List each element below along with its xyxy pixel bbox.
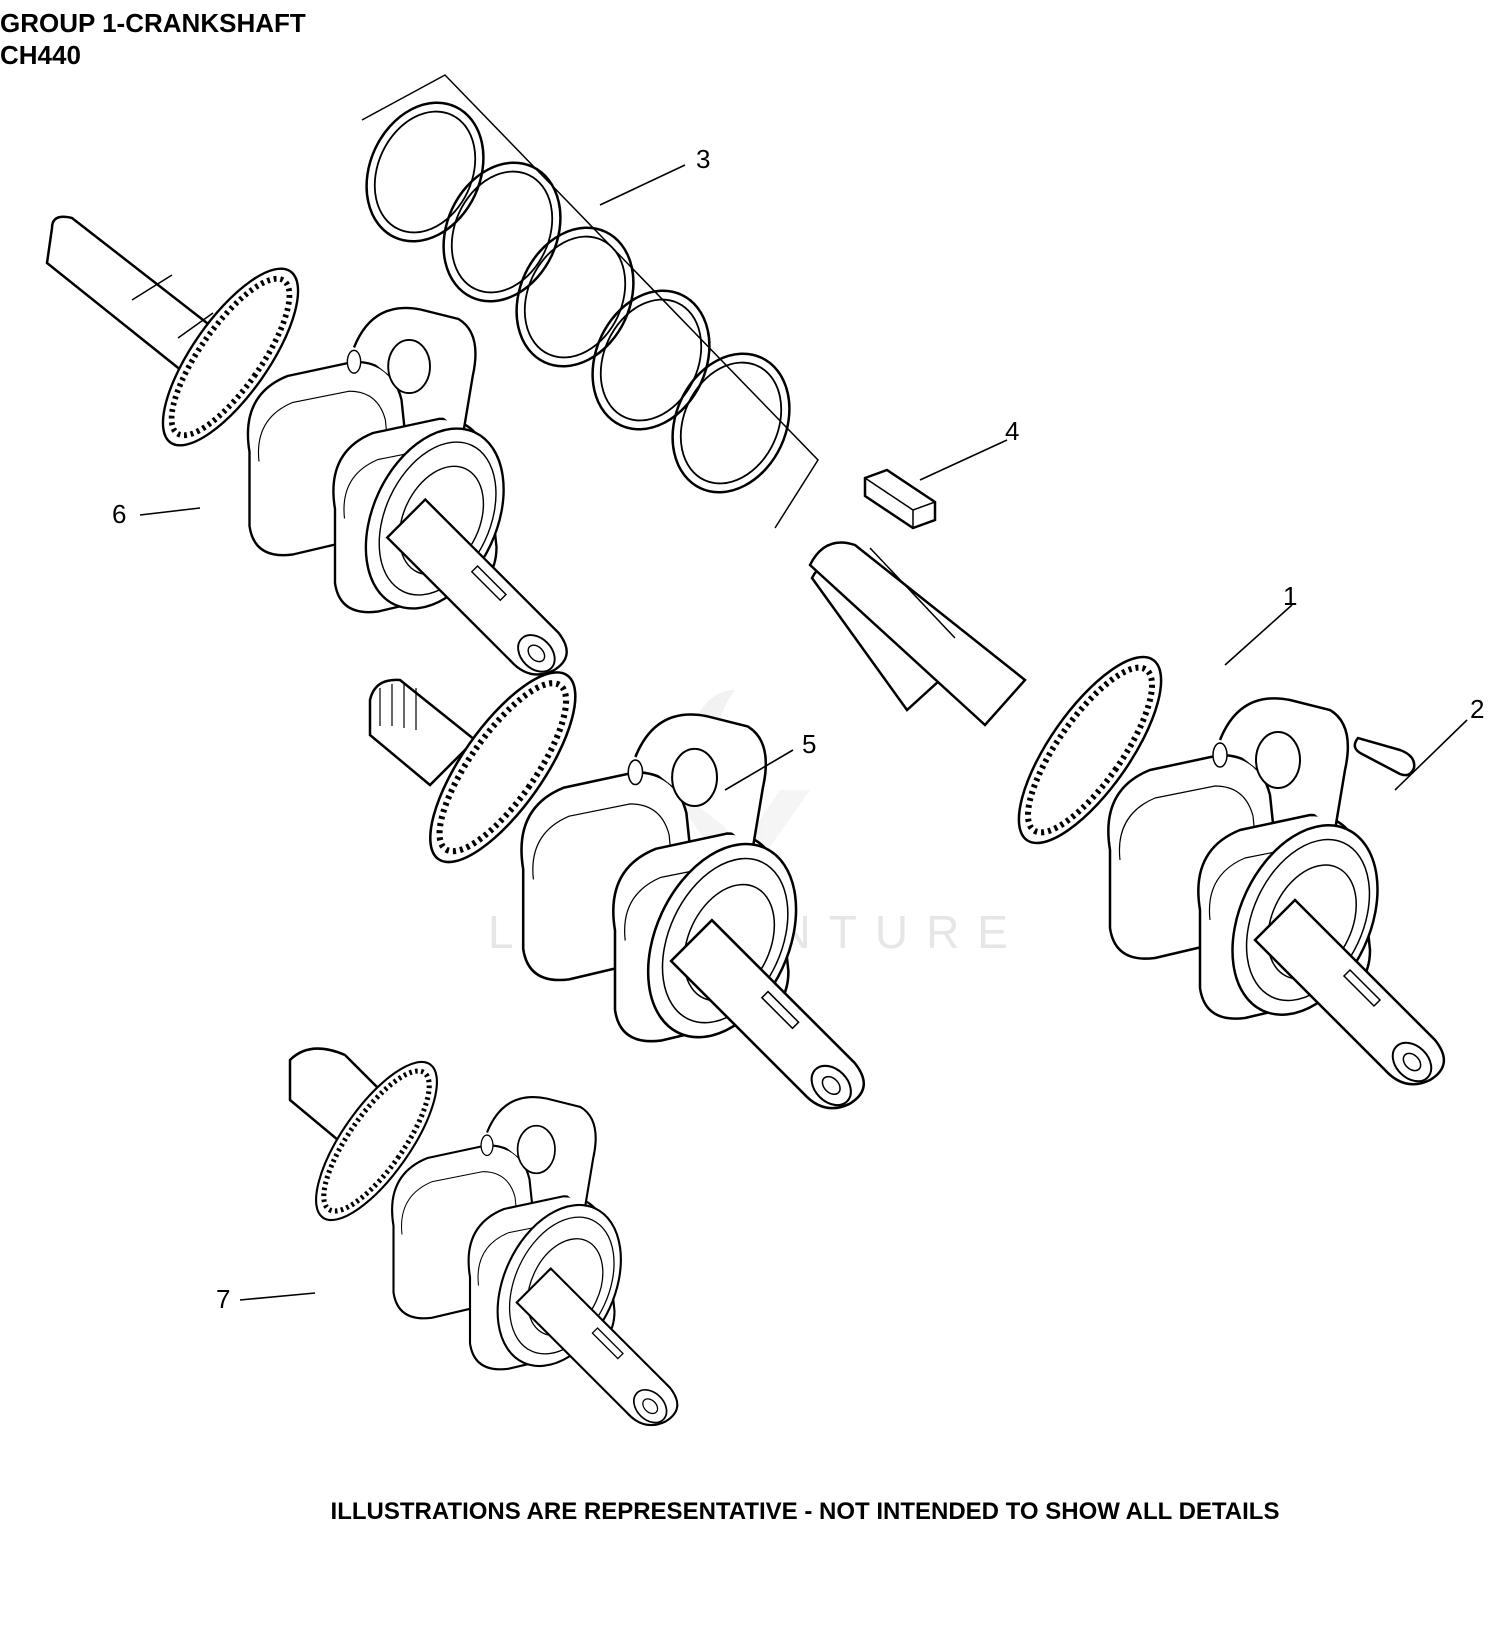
part-2-woodruff-key	[1353, 736, 1416, 777]
callout-1: 1	[1283, 581, 1297, 611]
leader-lines	[139, 164, 1468, 1301]
callout-2: 2	[1470, 694, 1484, 724]
callout-3: 3	[696, 144, 710, 174]
part-3-shim-set	[343, 74, 819, 529]
page-title: GROUP 1-CRANKSHAFT	[0, 8, 306, 38]
callout-4: 4	[1005, 416, 1019, 446]
model-number: CH440	[0, 40, 81, 70]
part-1-crankshaft	[808, 541, 1444, 1089]
part-5-crankshaft	[368, 652, 864, 1113]
part-7-crankshaft	[288, 1045, 677, 1429]
callout-5: 5	[802, 729, 816, 759]
part-6-crankshaft	[45, 215, 567, 679]
disclaimer-note: ILLUSTRATIONS ARE REPRESENTATIVE - NOT I…	[330, 1498, 1280, 1525]
callout-6: 6	[112, 499, 126, 529]
part-4-key	[863, 468, 937, 530]
callout-7: 7	[216, 1284, 230, 1314]
